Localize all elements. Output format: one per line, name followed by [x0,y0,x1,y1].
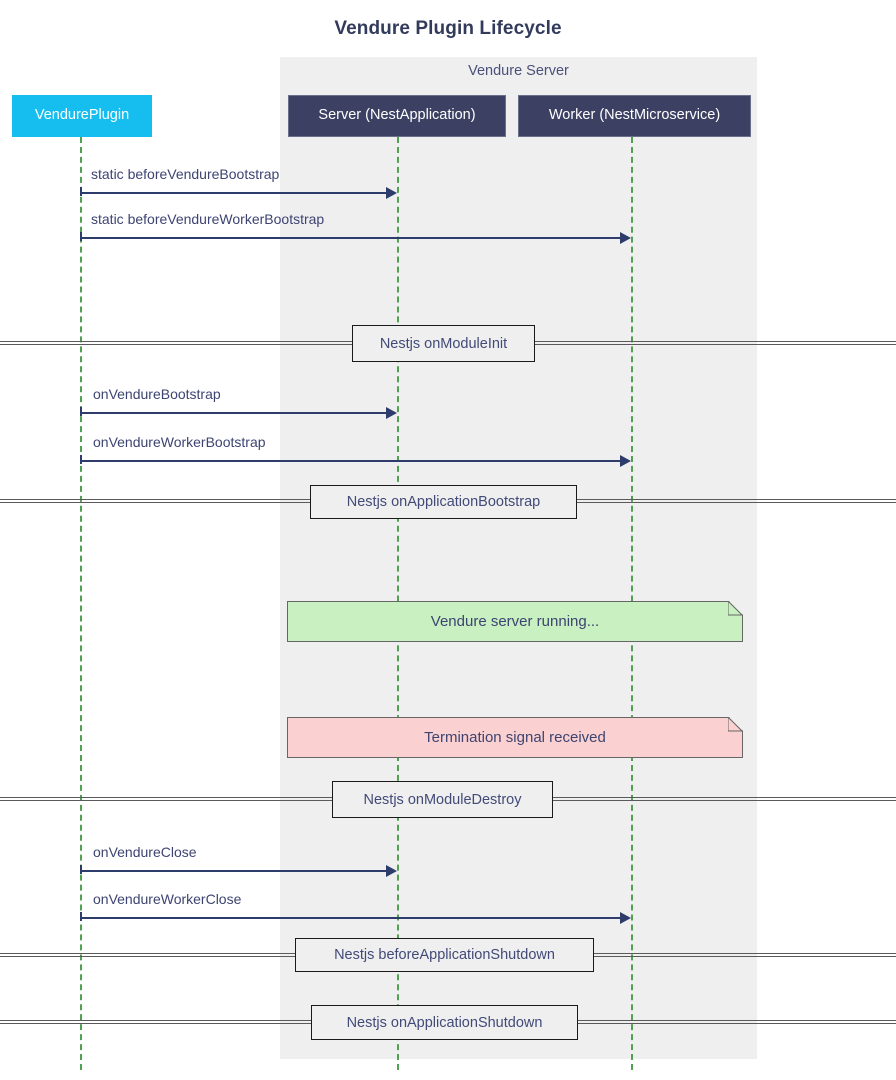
divider-nestjs-onmoduledestroy: Nestjs onModuleDestroy [332,781,553,818]
message-line [80,237,622,239]
note-label: Vendure server running... [430,613,600,630]
divider-nestjs-onapplicationbootstrap: Nestjs onApplicationBootstrap [310,485,577,519]
participant-label: VendurePlugin [34,107,130,124]
divider-nestjs-beforeapplicationshutdown: Nestjs beforeApplicationShutdown [295,938,594,972]
note-fold-edge-icon [728,601,743,616]
arrow-head-icon [386,187,397,199]
divider-label: Nestjs onModuleDestroy [363,791,522,808]
note-vendure-server-running: Vendure server running... [287,601,743,642]
lifeline-plugin [80,137,82,1070]
note-fold-corner-icon [729,601,743,615]
divider-nestjs-onapplicationshutdown: Nestjs onApplicationShutdown [311,1005,578,1040]
message-source-tick [80,232,82,241]
message-label: onVendureBootstrap [93,386,221,402]
message-source-tick [80,407,82,416]
message-source-tick [80,912,82,921]
message-label: static beforeVendureBootstrap [91,166,280,182]
participant-server[interactable]: Server (NestApplication) [288,95,506,137]
divider-label: Nestjs beforeApplicationShutdown [334,947,555,963]
message-line [80,412,388,414]
group-label: Vendure Server [468,63,569,79]
arrow-head-icon [386,865,397,877]
participant-worker[interactable]: Worker (NestMicroservice) [518,95,751,137]
message-source-tick [80,187,82,196]
message-source-tick [80,455,82,464]
participant-label: Server (NestApplication) [318,107,476,124]
message-line [80,917,622,919]
message-label: static beforeVendureWorkerBootstrap [91,211,325,227]
group-vendure-server [280,57,757,1059]
arrow-head-icon [620,232,631,244]
divider-nestjs-onmoduleinit: Nestjs onModuleInit [352,325,535,362]
note-fold-corner-icon [729,717,743,731]
message-line [80,460,622,462]
message-line [80,870,388,872]
page-title: Vendure Plugin Lifecycle [334,18,562,39]
note-termination-signal-received: Termination signal received [287,717,743,758]
message-label: onVendureClose [93,844,197,860]
divider-label: Nestjs onModuleInit [379,335,508,352]
note-label: Termination signal received [424,729,606,746]
divider-label: Nestjs onApplicationShutdown [346,1014,543,1031]
message-source-tick [80,865,82,874]
arrow-head-icon [386,407,397,419]
message-label: onVendureWorkerBootstrap [93,434,266,450]
arrow-head-icon [620,912,631,924]
message-label: onVendureWorkerClose [93,891,242,907]
participant-label: Worker (NestMicroservice) [548,107,721,124]
message-line [80,192,388,194]
arrow-head-icon [620,455,631,467]
note-fold-edge-icon [728,717,743,732]
divider-label: Nestjs onApplicationBootstrap [346,494,541,510]
participant-vendure-plugin[interactable]: VendurePlugin [12,95,152,137]
